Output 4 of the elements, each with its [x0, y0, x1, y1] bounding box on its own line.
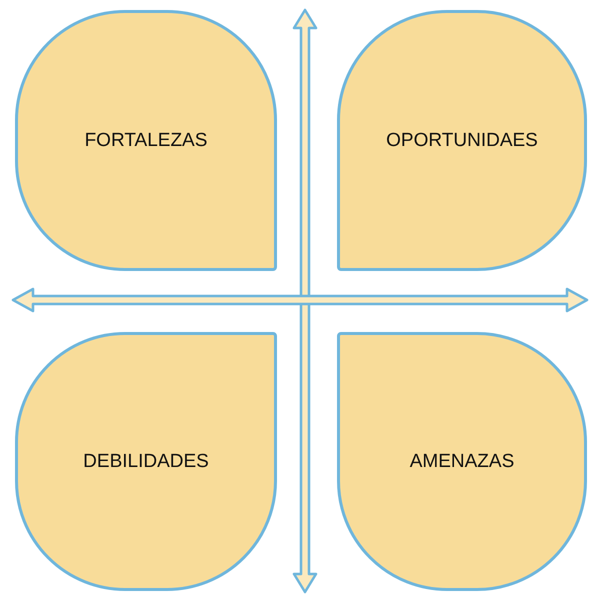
quadrant-label: FORTALEZAS	[84, 130, 208, 152]
quadrant-label: OPORTUNIDAES	[386, 130, 538, 152]
quadrant-label: AMENAZAS	[410, 450, 514, 472]
quadrant-label: DEBILIDADES	[83, 450, 209, 472]
